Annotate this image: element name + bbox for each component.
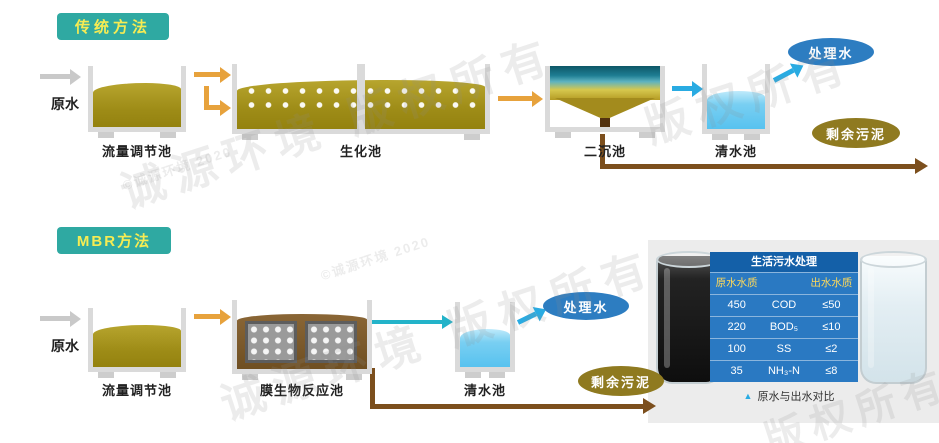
flow-regulation-tank xyxy=(88,308,186,378)
flow-arrow-icon xyxy=(672,80,703,97)
param-name: NH₃-N xyxy=(767,365,800,377)
clear-water-tank-label: 清水池 xyxy=(463,383,506,398)
triangle-icon: ▲ xyxy=(743,391,753,401)
flow-regulation-tank-label: 流量调节池 xyxy=(101,383,172,398)
raw-value: 220 xyxy=(727,321,746,333)
sedimentation-tank xyxy=(545,66,665,138)
tank-divider xyxy=(357,64,365,129)
membrane-module xyxy=(305,321,357,363)
sludge-pipe xyxy=(370,368,375,408)
clear-water xyxy=(707,91,765,129)
excess-sludge-oval: 剩余污泥 xyxy=(578,366,664,396)
permeate-arrowhead-icon xyxy=(442,315,460,329)
sedimentation-tank-label: 二沉池 xyxy=(583,144,626,159)
membrane-bioreactor-label: 膜生物反应池 xyxy=(259,383,344,398)
watermark: ©诚源环境 2020 xyxy=(318,233,432,284)
inflow-arrow-icon xyxy=(40,310,81,327)
clear-water xyxy=(460,329,510,367)
sludge-arrowhead-icon xyxy=(643,398,664,414)
membrane-bioreactor-tank xyxy=(232,300,372,380)
sludge-outlet xyxy=(600,118,610,127)
sludge-arrowhead-icon xyxy=(915,158,936,174)
flow-arrow-icon xyxy=(498,90,543,107)
olive-liquid xyxy=(93,324,181,367)
biochemical-tank xyxy=(232,64,490,140)
flow-pipe xyxy=(204,86,209,110)
table-row: 450 COD ≤50 xyxy=(710,294,858,316)
flow-arrow-icon xyxy=(772,67,795,83)
out-value: ≤50 xyxy=(822,299,841,311)
raw-value: 35 xyxy=(730,365,743,377)
settled-water-layers xyxy=(550,66,660,101)
mbr-method-badge: MBR方法 xyxy=(57,227,171,254)
sludge-pipe xyxy=(600,134,605,168)
flow-regulation-tank xyxy=(88,66,186,138)
table-subheader: 原水水质 出水水质 xyxy=(710,272,858,294)
raw-value: 100 xyxy=(727,343,746,355)
raw-value: 450 xyxy=(727,299,746,311)
col-raw-water: 原水水质 xyxy=(715,277,758,289)
treated-water-glass xyxy=(860,251,927,384)
col-out-water: 出水水质 xyxy=(810,277,853,289)
out-value: ≤10 xyxy=(822,321,841,333)
raw-water-label: 原水 xyxy=(51,338,79,354)
flow-arrow-icon xyxy=(516,311,538,325)
table-row: 35 NH₃-N ≤8 xyxy=(710,360,858,382)
excess-sludge-oval: 剩余污泥 xyxy=(812,118,900,148)
clear-water-tank xyxy=(455,302,515,378)
col-spacer xyxy=(763,273,804,294)
treated-water-oval: 处理水 xyxy=(788,38,874,66)
flow-regulation-tank-label: 流量调节池 xyxy=(101,144,172,159)
olive-liquid xyxy=(93,83,181,127)
flow-arrow-icon xyxy=(194,66,231,83)
table-title: 生活污水处理 xyxy=(710,252,858,272)
water-quality-table: 生活污水处理 原水水质 出水水质 450 COD ≤50 220 BOD₅ ≤1… xyxy=(710,252,858,382)
table-row: 100 SS ≤2 xyxy=(710,338,858,360)
settling-funnel xyxy=(555,97,655,120)
glass-rim xyxy=(860,251,927,268)
param-name: COD xyxy=(771,299,797,311)
flow-arrow-icon xyxy=(206,99,231,116)
treated-water-oval: 处理水 xyxy=(543,292,629,320)
caption-text: 原水与出水对比 xyxy=(757,391,835,403)
raw-water-label: 原水 xyxy=(51,96,79,112)
out-value: ≤2 xyxy=(825,343,838,355)
sludge-pipe xyxy=(600,164,916,169)
param-name: SS xyxy=(776,343,792,355)
inflow-arrow-icon xyxy=(40,68,81,85)
table-row: 220 BOD₅ ≤10 xyxy=(710,316,858,338)
sludge-pipe xyxy=(370,404,644,409)
biochemical-tank-label: 生化池 xyxy=(339,144,382,159)
glass-highlight xyxy=(868,268,874,368)
glass-highlight xyxy=(664,268,670,368)
flow-arrow-icon xyxy=(194,308,231,325)
comparison-caption: ▲ 原水与出水对比 xyxy=(704,388,874,404)
clear-water-tank xyxy=(702,64,770,140)
clear-water-tank-label: 清水池 xyxy=(714,144,757,159)
param-name: BOD₅ xyxy=(769,321,799,333)
membrane-module xyxy=(245,321,297,363)
traditional-method-badge: 传统方法 xyxy=(57,13,169,40)
out-value: ≤8 xyxy=(825,365,838,377)
